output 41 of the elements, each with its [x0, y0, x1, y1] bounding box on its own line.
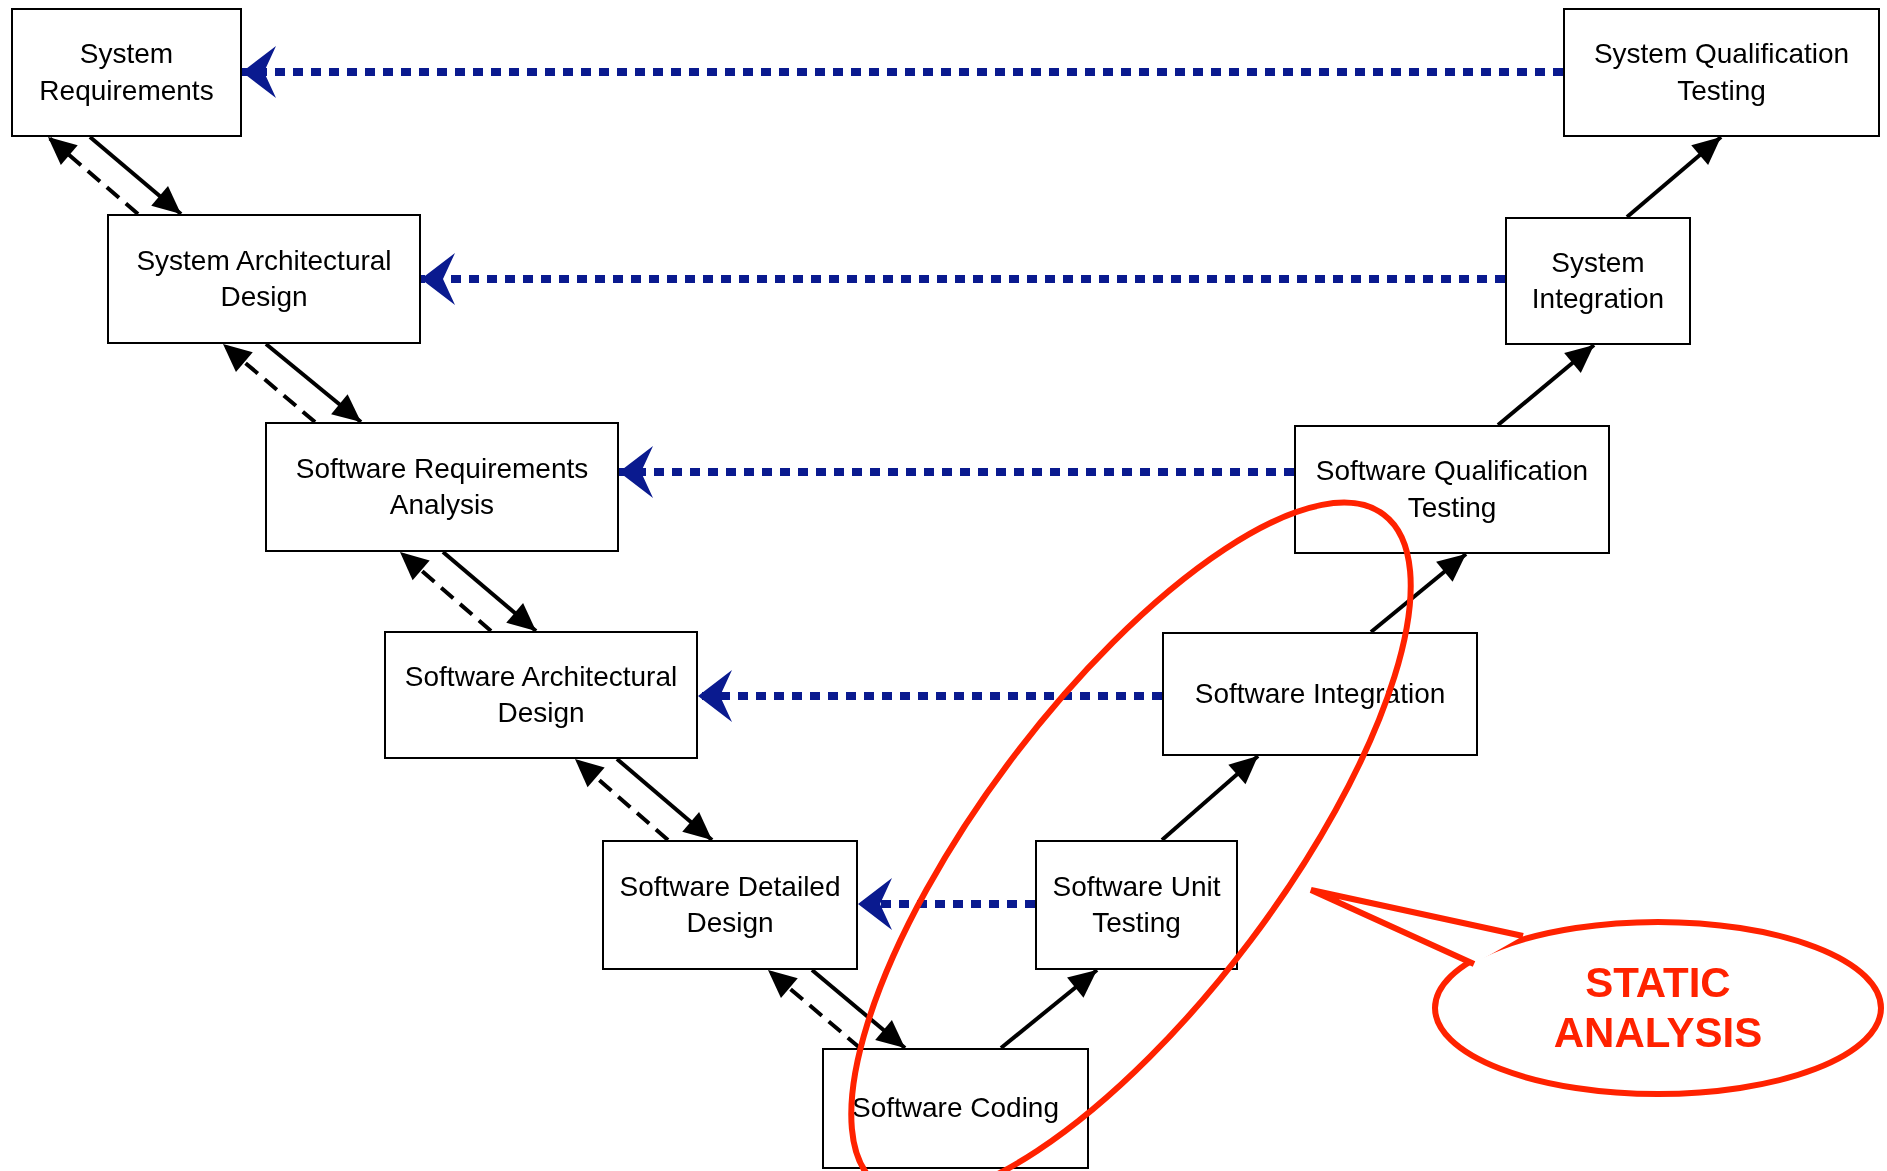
process-box: [602, 840, 858, 970]
process-box: [1563, 8, 1880, 137]
process-box: [1505, 217, 1691, 345]
arrow: [573, 757, 670, 842]
process-box: [822, 1048, 1089, 1169]
arrow: [810, 968, 907, 1050]
arrow: [1496, 343, 1596, 427]
process-box: [1294, 425, 1610, 554]
arrow: [441, 550, 538, 633]
arrow: [88, 135, 183, 216]
arrow: [398, 550, 493, 633]
arrow: [615, 757, 714, 842]
box-label: System Qualification Testing: [1592, 37, 1851, 108]
box-label: System Architectural Design: [135, 243, 393, 314]
callout-text: STATIC ANALYSIS: [1552, 957, 1764, 1058]
arrow: [221, 342, 317, 424]
arrow: [421, 253, 1505, 305]
arrow: [698, 670, 1162, 722]
box-label: Software Detailed Design: [618, 869, 842, 940]
box-label: Software Requirements Analysis: [294, 451, 590, 522]
arrow: [1625, 135, 1723, 219]
arrow: [619, 446, 1294, 498]
process-box: [1162, 632, 1478, 756]
box-label: Software Architectural Design: [403, 659, 679, 730]
box-label: System Integration: [1530, 245, 1666, 316]
box-label: Software Qualification Testing: [1314, 454, 1590, 525]
arrow: [264, 342, 363, 424]
process-box: [107, 214, 421, 344]
box-label: System Requirements: [38, 37, 215, 108]
arrow: [242, 46, 1563, 98]
box-label: Software Coding: [852, 1091, 1059, 1126]
arrow: [1160, 754, 1260, 842]
arrow: [1369, 552, 1468, 634]
process-box: [265, 422, 619, 552]
arrow: [858, 878, 1035, 930]
arrow: [999, 968, 1099, 1050]
process-box: [1035, 840, 1238, 970]
process-box: [11, 8, 242, 137]
arrow: [46, 135, 140, 216]
process-box: [384, 631, 698, 759]
box-label: Software Unit Testing: [1051, 869, 1222, 940]
